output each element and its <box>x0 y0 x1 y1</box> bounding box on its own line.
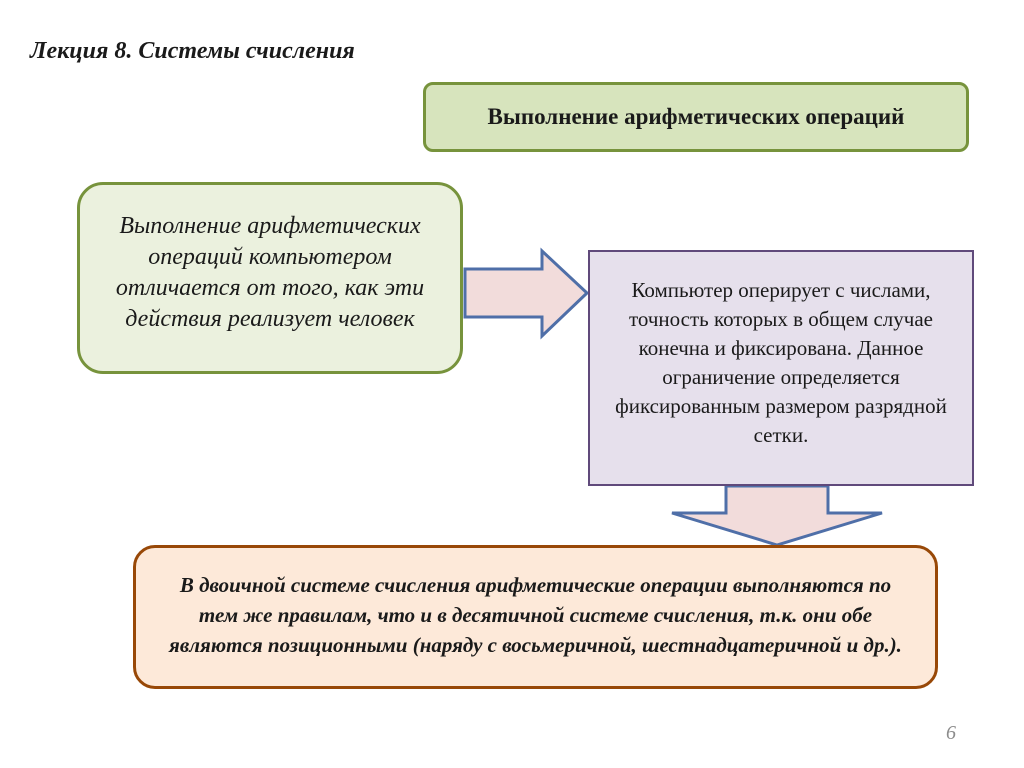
right-box: Компьютер оперирует с числами, точность … <box>588 250 974 486</box>
down-arrow <box>671 484 883 547</box>
left-box: Выполнение арифметических операций компь… <box>77 182 463 374</box>
left-box-text: Выполнение арифметических операций компь… <box>115 212 425 333</box>
topic-box: Выполнение арифметических операций <box>423 82 969 152</box>
page-number: 6 <box>946 722 956 744</box>
bottom-box-text: В двоичной системе счисления арифметичес… <box>169 573 902 657</box>
topic-title: Выполнение арифметических операций <box>487 104 905 129</box>
right-arrow <box>463 247 590 340</box>
lecture-title: Лекция 8. Системы счисления <box>30 38 355 64</box>
right-box-text: Компьютер оперирует с числами, точность … <box>615 278 947 447</box>
bottom-box: В двоичной системе счисления арифметичес… <box>133 545 938 689</box>
